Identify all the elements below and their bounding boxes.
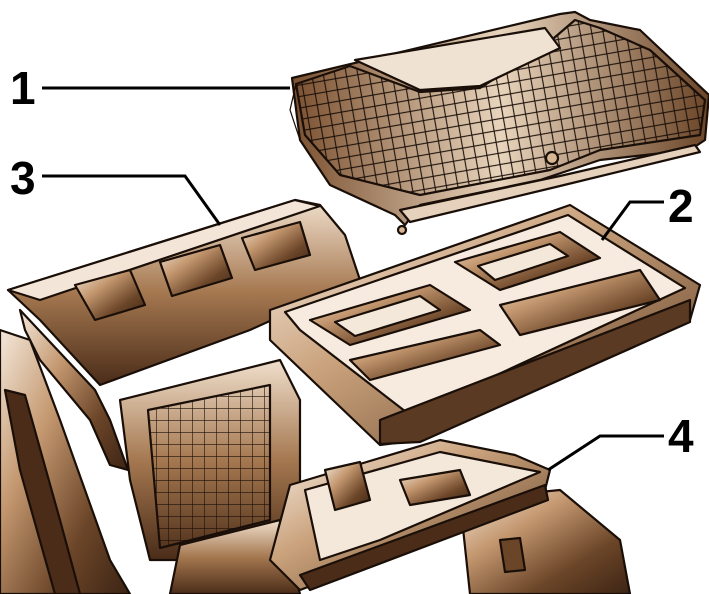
part-4-lower-lid (268, 438, 552, 592)
part-1-filter-cover (289, 10, 709, 236)
leader-lines (42, 86, 664, 472)
callout-1: 1 (10, 62, 36, 114)
leader-4 (547, 434, 664, 472)
callout-labels: 1 2 3 4 (10, 62, 694, 462)
callout-4: 4 (668, 410, 694, 462)
part-2-filter-tray (268, 203, 702, 447)
callout-3: 3 (10, 152, 36, 204)
leader-3 (42, 174, 222, 226)
callout-2: 2 (668, 180, 694, 232)
leader-2 (600, 200, 664, 241)
part-3-housing-cover (6, 198, 362, 472)
